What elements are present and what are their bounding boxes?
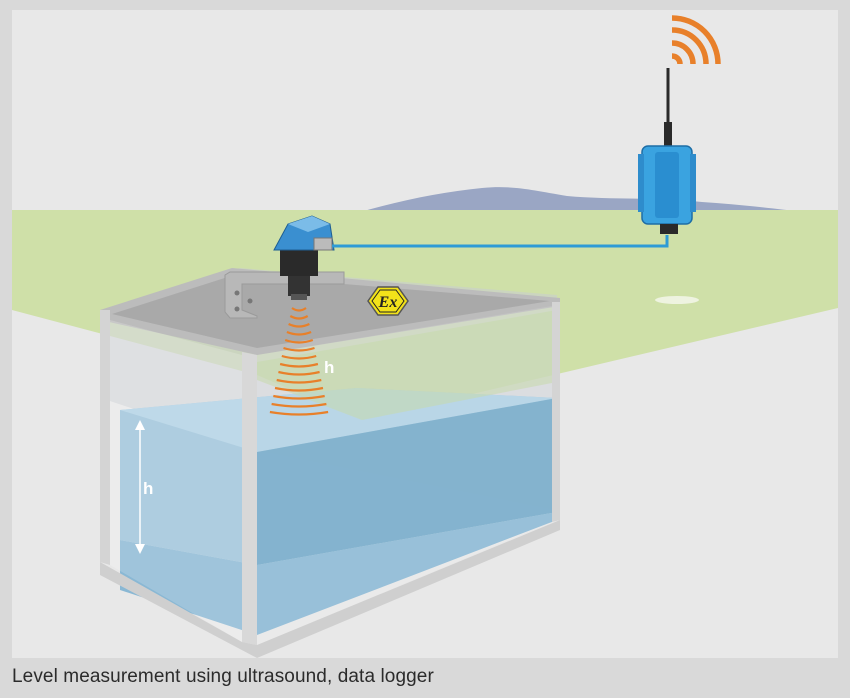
- tank-front-edge: [242, 352, 257, 645]
- wireless-signal-icon: [671, 15, 721, 65]
- level-arrow: [135, 420, 145, 554]
- ultrasound-arc: [286, 330, 312, 336]
- bracket-bolt: [247, 298, 253, 304]
- tank-left-edge: [100, 310, 110, 565]
- signal-cable: [332, 235, 669, 248]
- logger-panel: [655, 152, 679, 218]
- logger-side-left: [638, 154, 644, 212]
- ultrasound-arc: [281, 354, 317, 360]
- tank-height-label: h: [143, 479, 153, 498]
- ultrasound-arc: [274, 386, 324, 392]
- water-surface: [120, 388, 557, 452]
- ground-through-tank: [257, 310, 557, 420]
- ex-symbol: Ex: [378, 294, 398, 311]
- bracket-bolt: [234, 306, 240, 312]
- sensor-transducer: [288, 276, 310, 296]
- ultrasound-waves: [269, 307, 329, 416]
- ultrasound-arc: [288, 322, 310, 328]
- ultrasound-arc: [279, 362, 319, 368]
- ultrasound-arc: [291, 307, 307, 312]
- ultrasound-arc: [283, 346, 315, 352]
- sensor-head-top: [288, 216, 330, 232]
- ultrasound-arc: [278, 370, 320, 376]
- sensor-neck: [280, 250, 318, 276]
- tank-front-glass: [110, 320, 242, 642]
- ultrasound-arc: [273, 394, 325, 400]
- logger-side-right: [690, 154, 696, 212]
- antenna-base: [664, 122, 672, 146]
- ex-badge: Ex: [367, 286, 409, 316]
- ultrasound-arc: [276, 378, 322, 384]
- logger-connector: [660, 224, 678, 234]
- tank-side-glass: [257, 306, 552, 645]
- tank-top-opening: [112, 275, 550, 348]
- water-bottom: [120, 512, 557, 635]
- level-measurement-diagram: Ex h h: [12, 10, 838, 658]
- sensor-face: [291, 294, 307, 300]
- ground-marker: [655, 296, 699, 304]
- sensor-cable-gland: [313, 237, 333, 251]
- illustration: Ex h h: [12, 10, 838, 658]
- ultrasound-arc: [289, 315, 309, 320]
- bracket-bolt: [234, 290, 240, 296]
- ultrasound-arc: [271, 402, 327, 408]
- ultrasound-arc: [284, 338, 314, 344]
- data-logger: [638, 68, 696, 234]
- water-side: [257, 398, 557, 565]
- sensor-height-label: h: [324, 358, 334, 377]
- figure-caption: Level measurement using ultrasound, data…: [12, 666, 434, 687]
- tank-right-edge: [552, 302, 560, 522]
- ultrasound-arc: [269, 410, 329, 416]
